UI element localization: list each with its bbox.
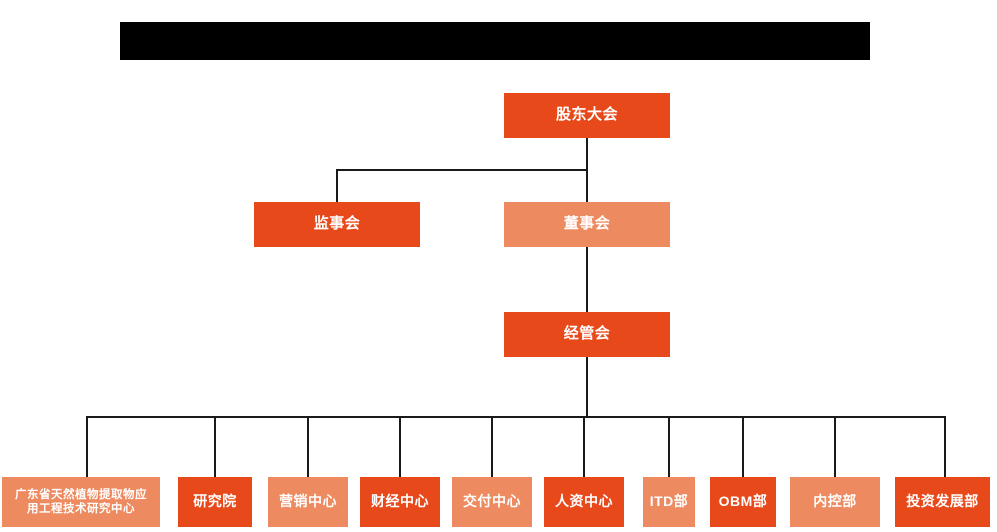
node-delivery-center[interactable]: 交付中心 <box>452 477 532 527</box>
connector-to-itd-dept <box>668 416 670 477</box>
node-label: ITD部 <box>649 493 689 510</box>
connector-to-obm-dept <box>742 416 744 477</box>
connector-to-finance-center <box>399 416 401 477</box>
node-internal-control-department[interactable]: 内控部 <box>790 477 880 527</box>
connector-bus-level2 <box>336 169 588 171</box>
node-investment-development-department[interactable]: 投资发展部 <box>895 477 990 527</box>
node-label-multiline: 广东省天然植物提取物应 用工程技术研究中心 <box>15 488 147 517</box>
connector-management-down <box>586 357 588 417</box>
node-shareholders-meeting[interactable]: 股东大会 <box>504 93 670 138</box>
node-label: 交付中心 <box>463 493 521 510</box>
node-label: 监事会 <box>313 215 361 233</box>
node-label: 经管会 <box>563 325 611 343</box>
node-label-line2: 用工程技术研究中心 <box>27 503 135 515</box>
connector-to-hr-center <box>583 416 585 477</box>
node-label-line1: 广东省天然植物提取物应 <box>15 488 147 501</box>
node-label: 财经中心 <box>371 493 429 510</box>
connector-to-delivery-center <box>491 416 493 477</box>
node-label: 股东大会 <box>555 106 618 124</box>
node-management-committee[interactable]: 经管会 <box>504 312 670 357</box>
connector-to-internal-control-dept <box>834 416 836 477</box>
node-itd-department[interactable]: ITD部 <box>643 477 695 527</box>
node-label: 研究院 <box>193 493 237 510</box>
redacted-title-bar <box>120 22 870 60</box>
connector-to-marketing-center <box>307 416 309 477</box>
connector-to-supervisors <box>336 169 338 202</box>
node-research-institute[interactable]: 研究院 <box>178 477 252 527</box>
node-marketing-center[interactable]: 营销中心 <box>268 477 348 527</box>
node-label: OBM部 <box>718 493 768 510</box>
node-label: 投资发展部 <box>906 493 979 510</box>
connector-to-research-institute <box>214 416 216 477</box>
node-label: 内控部 <box>813 493 857 510</box>
node-board-of-directors[interactable]: 董事会 <box>504 202 670 247</box>
connector-shareholders-down <box>586 138 588 170</box>
node-hr-center[interactable]: 人资中心 <box>544 477 624 527</box>
node-label: 营销中心 <box>279 493 337 510</box>
node-board-of-supervisors[interactable]: 监事会 <box>254 202 420 247</box>
connector-to-directors <box>586 169 588 202</box>
node-label: 董事会 <box>563 215 611 233</box>
connector-to-investment-dev-dept <box>944 416 946 477</box>
node-obm-department[interactable]: OBM部 <box>710 477 776 527</box>
connector-directors-to-management <box>586 247 588 312</box>
node-label: 人资中心 <box>555 493 613 510</box>
connector-bus-level4 <box>86 416 946 418</box>
connector-to-research-center-gd <box>86 416 88 477</box>
node-finance-center[interactable]: 财经中心 <box>360 477 440 527</box>
node-gd-natural-plant-extract-research-center[interactable]: 广东省天然植物提取物应 用工程技术研究中心 <box>2 477 160 527</box>
